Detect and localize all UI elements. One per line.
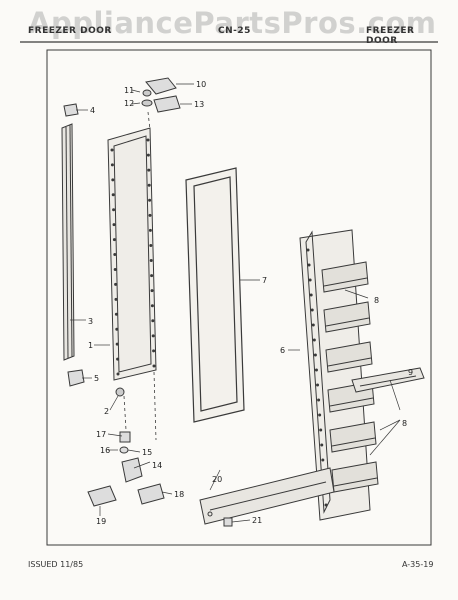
rivet xyxy=(113,267,117,271)
rivet xyxy=(146,138,150,142)
rivet xyxy=(115,342,119,346)
part-13-hinge-plate xyxy=(153,95,181,113)
rivet xyxy=(313,353,317,357)
callout-13: 13 xyxy=(194,100,204,109)
rivet xyxy=(148,228,152,232)
part-7-door-frame xyxy=(185,167,245,423)
rivet xyxy=(114,297,118,301)
rivet xyxy=(148,213,152,217)
rivet xyxy=(152,364,156,368)
callout-12: 12 xyxy=(124,99,134,108)
alignment-lines xyxy=(123,111,157,441)
rivet xyxy=(151,334,155,338)
header-model: CN-25 xyxy=(218,26,251,36)
rivet xyxy=(312,338,316,342)
callout-1: 1 xyxy=(88,341,93,350)
callout-14: 14 xyxy=(152,461,162,470)
rivet xyxy=(306,248,310,252)
footer-code: A-35-19 xyxy=(402,560,434,569)
part-9-shelf-rail xyxy=(351,367,425,393)
rivet xyxy=(151,319,155,323)
part-5-bottom-cap xyxy=(67,369,85,387)
rivet xyxy=(116,357,120,361)
rivet xyxy=(318,413,322,417)
rivet xyxy=(112,208,116,212)
part-20-bottom-trim xyxy=(199,467,335,525)
callout-3: 3 xyxy=(88,317,93,326)
callout-5: 5 xyxy=(94,374,99,383)
callout-21: 21 xyxy=(252,516,262,525)
rivet xyxy=(112,238,116,242)
rivet xyxy=(314,368,318,372)
callout-6: 6 xyxy=(280,346,285,355)
callout-8: 8 xyxy=(402,419,407,428)
callout-19: 19 xyxy=(96,517,106,526)
rivet xyxy=(147,168,151,172)
callout-16: 16 xyxy=(100,446,110,455)
rivet xyxy=(310,308,314,312)
callout-4: 4 xyxy=(90,106,95,115)
leader-lines xyxy=(70,83,401,523)
rivet xyxy=(321,458,325,462)
rivet xyxy=(150,289,154,293)
rivet xyxy=(114,312,118,316)
callout-2: 2 xyxy=(104,407,109,416)
rivet xyxy=(148,198,152,202)
rivet xyxy=(308,278,312,282)
callout-8: 8 xyxy=(374,296,379,305)
callout-11: 11 xyxy=(124,86,134,95)
callout-7: 7 xyxy=(262,276,267,285)
part-10-top-hinge xyxy=(145,77,177,95)
rivet xyxy=(147,183,151,187)
rivet xyxy=(113,253,117,257)
callout-9: 9 xyxy=(408,368,413,377)
part-2-plug xyxy=(115,387,125,397)
part-3-gasket-strip xyxy=(61,123,75,361)
diagram-header: FREEZER DOOR CN-25 FREEZER DOOR xyxy=(20,22,438,46)
rivet xyxy=(309,293,313,297)
bottom-hinge-parts xyxy=(87,431,233,527)
part-8-shelves xyxy=(321,261,379,493)
rivet xyxy=(316,383,320,387)
rivet xyxy=(116,372,120,376)
rivet xyxy=(152,349,156,353)
rivet xyxy=(112,223,116,227)
rivet xyxy=(311,323,315,327)
liner-rivets xyxy=(110,138,156,376)
rivet xyxy=(324,503,328,507)
callout-18: 18 xyxy=(174,490,184,499)
rivet xyxy=(111,178,115,182)
rivet xyxy=(317,398,321,402)
rivet xyxy=(115,327,119,331)
rivet xyxy=(149,243,153,247)
rivet xyxy=(111,193,115,197)
watermark: AppliancePartsPros.com xyxy=(28,6,437,40)
rivet xyxy=(149,259,153,263)
header-right: FREEZER DOOR xyxy=(366,26,415,46)
header-left: FREEZER DOOR xyxy=(28,26,112,36)
footer-issued: ISSUED 11/85 xyxy=(28,560,84,569)
rivet xyxy=(110,163,114,167)
callout-10: 10 xyxy=(196,80,206,89)
part-11-12-bushings xyxy=(141,89,153,107)
part-4-hinge-cap xyxy=(63,103,79,117)
rivet xyxy=(114,282,118,286)
callout-20: 20 xyxy=(212,475,222,484)
rivet xyxy=(146,153,150,157)
rivet xyxy=(307,263,311,267)
callout-15: 15 xyxy=(142,448,152,457)
drawing-frame xyxy=(46,49,432,546)
rivet xyxy=(110,148,114,152)
part-1-door-liner xyxy=(107,127,157,381)
rivet xyxy=(150,304,154,308)
rivet xyxy=(150,274,154,278)
callout-17: 17 xyxy=(96,430,106,439)
rivet xyxy=(319,428,323,432)
rivet xyxy=(320,443,324,447)
